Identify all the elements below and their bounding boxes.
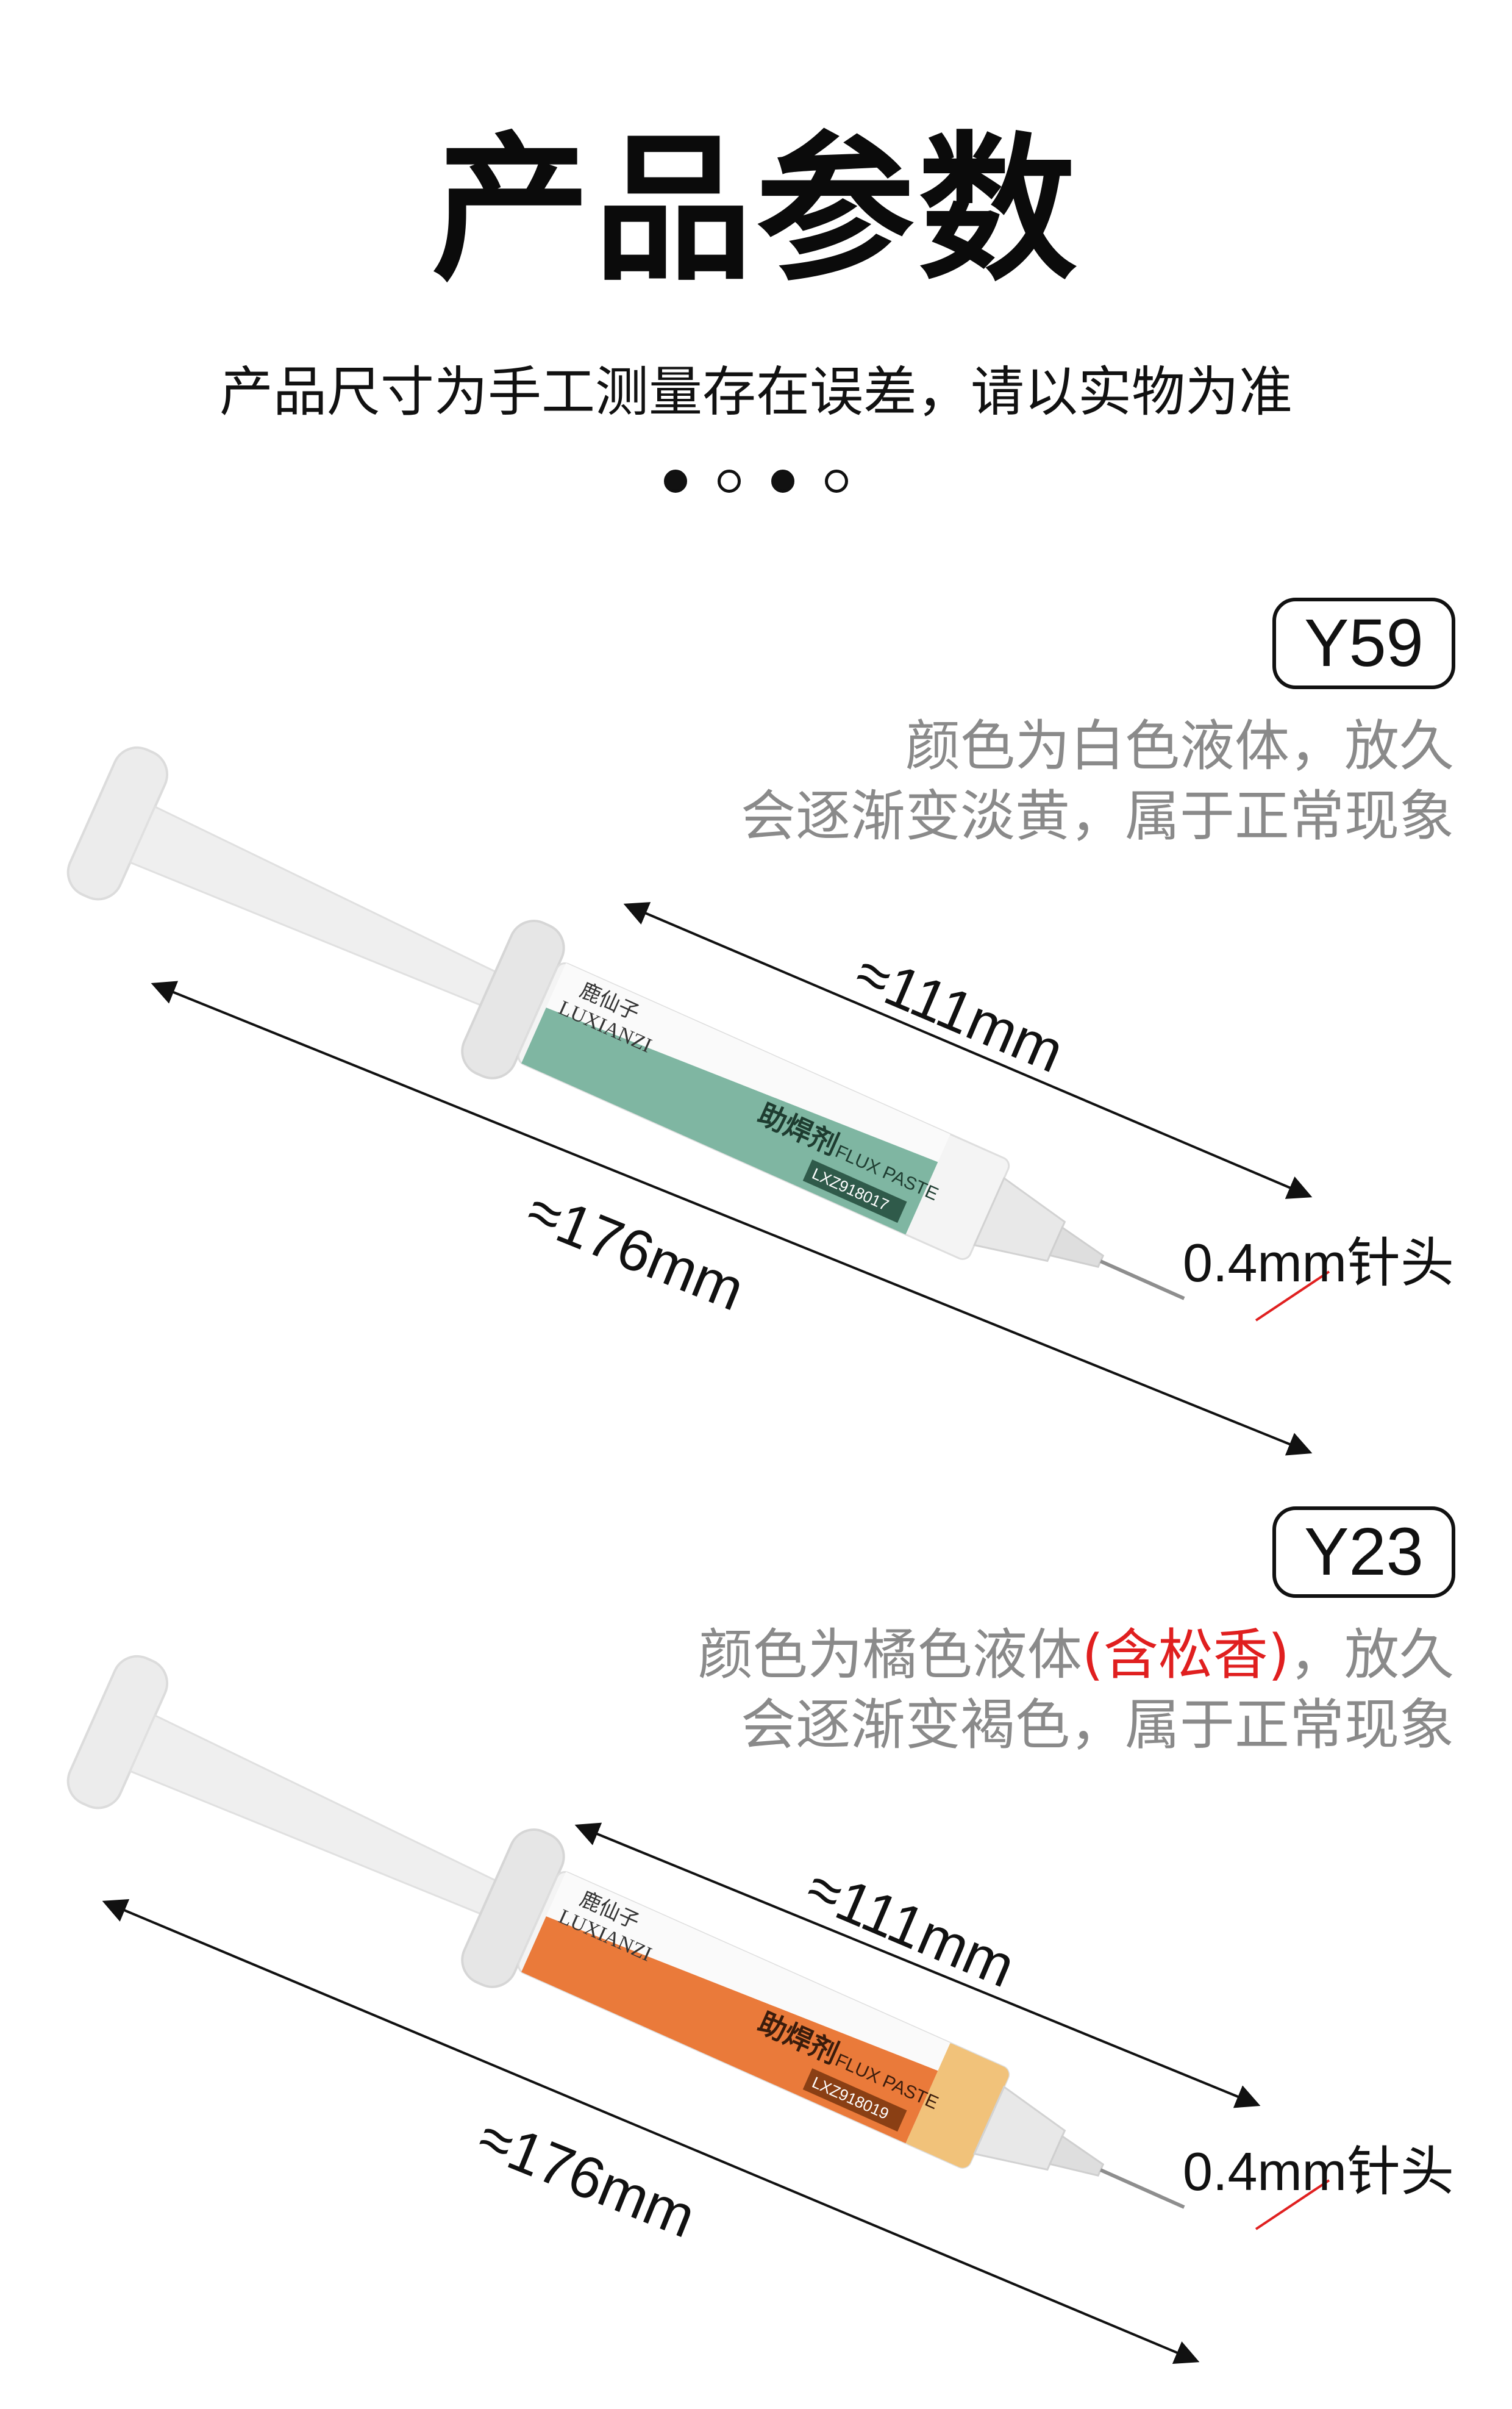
syringe-illustration-y59: 鹿仙子 LUXIANZI 助焊剂 FLUX PASTE LXZ918017 bbox=[66, 746, 1330, 1456]
page-title: 产品参数 bbox=[432, 118, 1080, 302]
syringe-illustration-y23: 鹿仙子 LUXIANZI 助焊剂 FLUX PASTE LXZ918019 bbox=[66, 1655, 1330, 2364]
dim-line-total bbox=[151, 981, 1313, 1456]
needle-label-y23: 0.4mm针头 bbox=[1183, 2141, 1454, 2202]
dot-4[interactable] bbox=[825, 470, 848, 493]
pagination-dots bbox=[0, 470, 1512, 493]
desc-line2-y23: 会逐渐变褐色，属于正常现象 bbox=[741, 1693, 1454, 1757]
desc-line1-y59: 颜色为白色液体，放久 bbox=[905, 714, 1454, 778]
page-subtitle: 产品尺寸为手工测量存在误差，请以实物为准 bbox=[219, 360, 1293, 423]
dim-line-total bbox=[102, 1899, 1200, 2364]
needle-pointer-y59 bbox=[1255, 1270, 1330, 1322]
desc-line2-y59: 会逐渐变淡黄，属于正常现象 bbox=[741, 784, 1454, 848]
dot-2[interactable] bbox=[718, 470, 741, 493]
desc-line1-b: ，放久 bbox=[1289, 1623, 1454, 1687]
needle-pointer-y23 bbox=[1255, 2179, 1330, 2230]
desc-rosin-note: (含松香) bbox=[1082, 1623, 1289, 1687]
product-section-y59: 鹿仙子 LUXIANZI 助焊剂 FLUX PASTE LXZ918017 Y5… bbox=[0, 585, 1512, 1500]
dot-1[interactable] bbox=[664, 470, 687, 493]
needle-label-y59: 0.4mm针头 bbox=[1183, 1233, 1454, 1293]
product-section-y23: 鹿仙子 LUXIANZI 助焊剂 FLUX PASTE LXZ918019 Y2… bbox=[0, 1494, 1512, 2409]
model-badge-y59: Y59 bbox=[1272, 598, 1455, 689]
desc-line1-a: 颜色为橘色液体 bbox=[697, 1623, 1082, 1687]
desc-line1-y23: 颜色为橘色液体(含松香)，放久 bbox=[601, 1622, 1454, 1688]
dot-3[interactable] bbox=[771, 470, 794, 493]
model-badge-y23: Y23 bbox=[1272, 1506, 1455, 1598]
